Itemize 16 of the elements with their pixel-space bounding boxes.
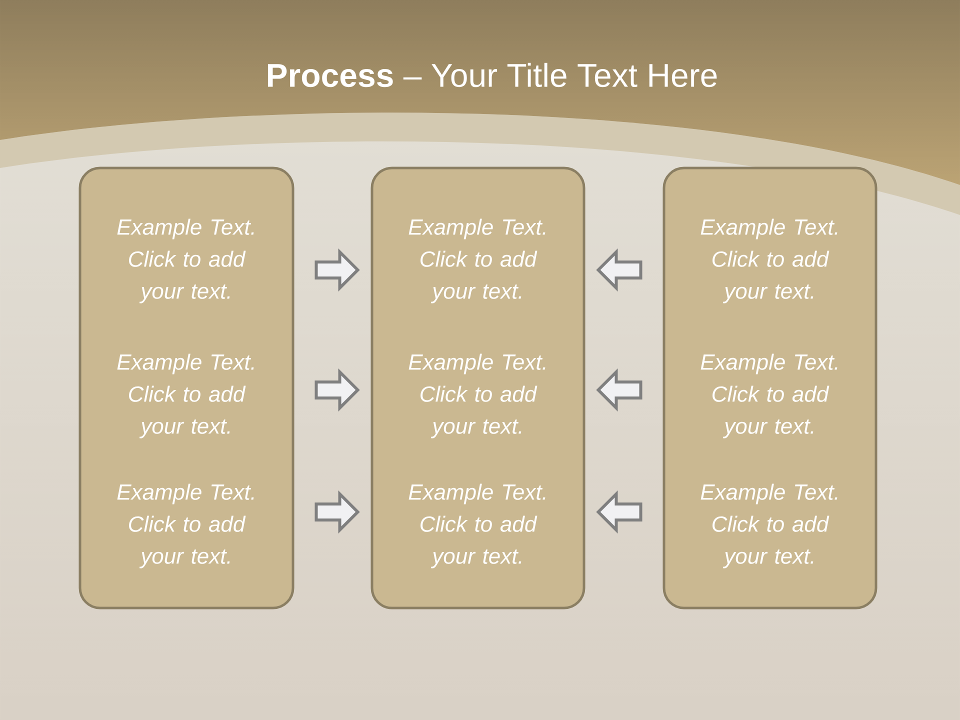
block-arrow	[596, 490, 642, 534]
block-arrow	[314, 368, 360, 412]
block-arrow	[314, 490, 360, 534]
box-text: Example Text. Click to add your text.	[700, 484, 838, 568]
block-arrow	[596, 248, 642, 292]
box-text: Example Text. Click to add your text.	[700, 218, 838, 304]
box-text: Example Text. Click to add your text.	[700, 354, 838, 438]
box-text: Example Text. Click to add your text.	[117, 484, 254, 568]
block-arrow	[314, 248, 360, 292]
box-text: Example Text. Click to add your text.	[117, 218, 254, 304]
box-text: Example Text. Click to add your text.	[117, 354, 254, 438]
box-text: Example Text. Click to add your text.	[408, 218, 546, 304]
box-text: Example Text. Click to add your text.	[408, 354, 546, 438]
title: Process – Your Title Text Here	[268, 62, 717, 88]
box-text: Example Text. Click to add your text.	[408, 484, 546, 568]
block-arrow	[596, 368, 642, 412]
